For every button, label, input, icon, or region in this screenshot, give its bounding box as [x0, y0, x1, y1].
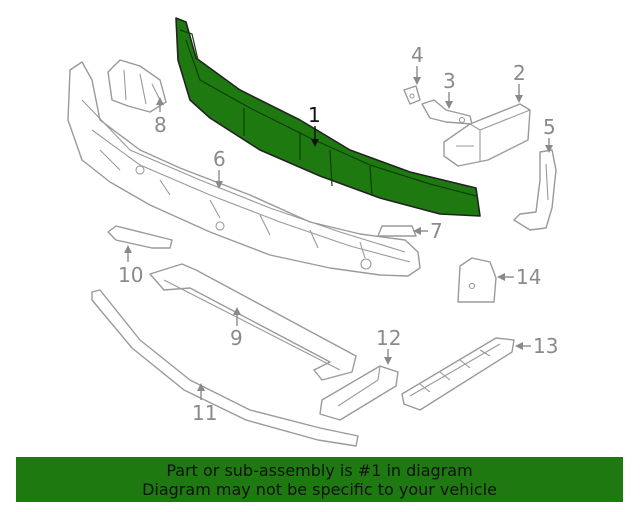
callout-11-number: 11 — [192, 401, 217, 425]
part-7-pad[interactable] — [377, 225, 417, 237]
callout-12-number: 12 — [376, 326, 401, 350]
callout-13-number: 13 — [533, 334, 558, 358]
part-10-bracket[interactable] — [107, 225, 173, 249]
part-6-absorber[interactable] — [67, 61, 421, 277]
part-12-crash-box[interactable] — [319, 365, 399, 421]
part-8-bracket[interactable] — [107, 59, 167, 113]
callout-6-number: 6 — [213, 147, 226, 171]
callout-11[interactable]: 11 — [192, 383, 217, 425]
part-3-bracket[interactable] — [421, 99, 473, 125]
callout-6[interactable]: 6 — [213, 147, 226, 189]
callout-10-number: 10 — [118, 263, 143, 287]
banner-line-1: Part or sub-assembly is #1 in diagram — [166, 461, 473, 480]
part-2-mount-bracket[interactable] — [443, 103, 531, 167]
callout-8-number: 8 — [154, 113, 167, 137]
callout-2-number: 2 — [513, 61, 526, 85]
callout-3-number: 3 — [443, 69, 456, 93]
banner-line-2: Diagram may not be specific to your vehi… — [142, 480, 497, 499]
parts-diagram: 1 2 3 4 5 6 7 8 9 10 — [67, 17, 558, 447]
part-11-lip-strip[interactable] — [91, 289, 359, 447]
part-9-lower-bar[interactable] — [149, 263, 357, 381]
callout-14[interactable]: 14 — [497, 265, 541, 289]
callout-5[interactable]: 5 — [543, 115, 556, 153]
part-5-side-bracket[interactable] — [513, 149, 557, 231]
callout-10[interactable]: 10 — [118, 245, 143, 287]
callout-1[interactable]: 1 — [308, 103, 321, 147]
callout-12[interactable]: 12 — [376, 326, 401, 365]
part-13-rail[interactable] — [401, 337, 515, 411]
callout-4-number: 4 — [411, 43, 424, 67]
callout-3[interactable]: 3 — [443, 69, 456, 109]
callout-7-number: 7 — [430, 219, 443, 243]
callout-8[interactable]: 8 — [154, 97, 167, 137]
callout-1-number: 1 — [308, 103, 321, 127]
part-4-clip[interactable] — [403, 85, 421, 105]
callout-2[interactable]: 2 — [513, 61, 526, 103]
notice-banner: Part or sub-assembly is #1 in diagram Di… — [16, 457, 623, 502]
callout-4[interactable]: 4 — [411, 43, 424, 85]
callout-7[interactable]: 7 — [413, 219, 443, 243]
callout-13[interactable]: 13 — [515, 334, 558, 358]
part-14-bracket[interactable] — [457, 257, 497, 303]
callout-9[interactable]: 9 — [230, 307, 243, 350]
callout-14-number: 14 — [516, 265, 541, 289]
part-1-reinforcement-beam[interactable] — [175, 17, 481, 217]
callout-5-number: 5 — [543, 115, 556, 139]
callout-9-number: 9 — [230, 326, 243, 350]
